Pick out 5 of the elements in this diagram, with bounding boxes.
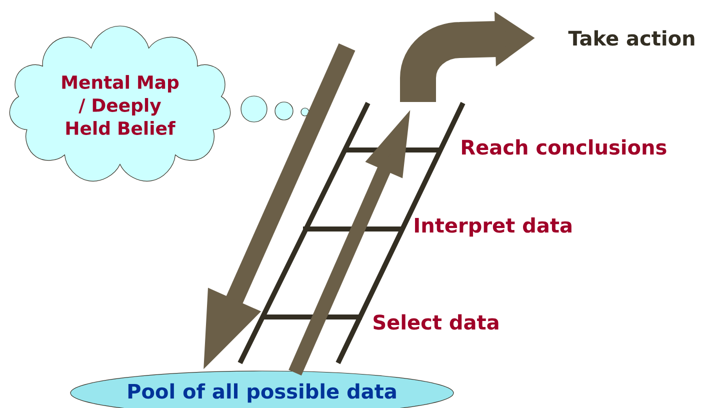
action-label: Take action: [568, 30, 694, 46]
step-label: Select data: [374, 314, 498, 330]
step-label: Reach conclusions: [462, 139, 666, 155]
thought-cloud: Mental Map / Deeply Held Belief: [9, 26, 231, 182]
step-label: Interpret data: [415, 217, 572, 237]
